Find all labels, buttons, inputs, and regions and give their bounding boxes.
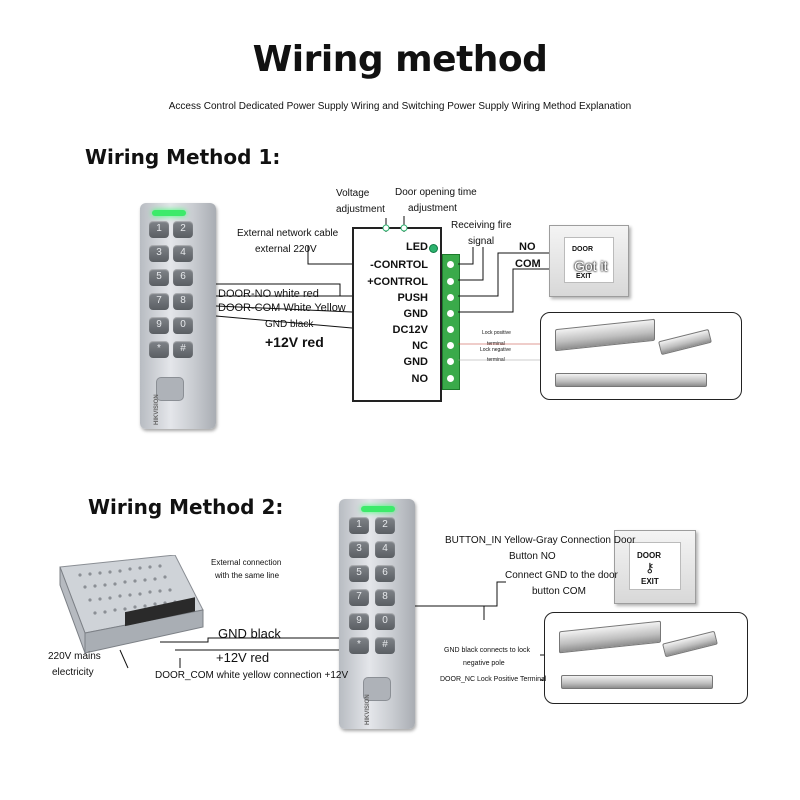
controller-row: DC12V (392, 324, 428, 336)
keypad-device-1: 1 2 3 4 5 6 7 8 9 0 * # HIKVISION (140, 203, 216, 429)
controller-row: +CONTROL (367, 276, 428, 288)
switching-power-supply (55, 555, 205, 675)
keypad-device-2: 1 2 3 4 5 6 7 8 9 0 * # HIKVISION (339, 499, 415, 729)
keypad-led (152, 210, 186, 216)
controller-row: PUSH (397, 292, 428, 304)
method1-heading: Wiring Method 1: (85, 145, 281, 169)
controller-row: GND (403, 308, 428, 320)
controller-row: NC (412, 340, 428, 352)
lock-box-2 (544, 612, 748, 704)
controller-row: LED (406, 241, 428, 253)
bell-icon (156, 377, 184, 401)
page-title: Wiring method (252, 39, 548, 80)
led-indicator (429, 244, 438, 253)
controller-row: NO (411, 373, 429, 385)
controller-row: -CONRTOL (370, 259, 428, 271)
terminal-strip (442, 254, 460, 390)
exit-button-device-1: DOOR Got it EXIT (549, 225, 629, 297)
controller-row: GND (403, 356, 428, 368)
exit-button-device-2: DOOR ⚷ EXIT (614, 530, 696, 604)
key-icon: ⚷ (645, 560, 655, 575)
page-subtitle: Access Control Dedicated Power Supply Wi… (168, 101, 632, 112)
bell-icon (363, 677, 391, 701)
armature-plate-icon (561, 675, 713, 689)
armature-plate-icon (555, 373, 707, 387)
got-it-overlay: Got it (574, 258, 608, 274)
power-controller: LED -CONRTOL +CONTROL PUSH GND DC12V NC … (352, 227, 442, 402)
lock-box-1 (540, 312, 742, 400)
method2-heading: Wiring Method 2: (88, 495, 284, 519)
keypad-led (361, 506, 395, 512)
